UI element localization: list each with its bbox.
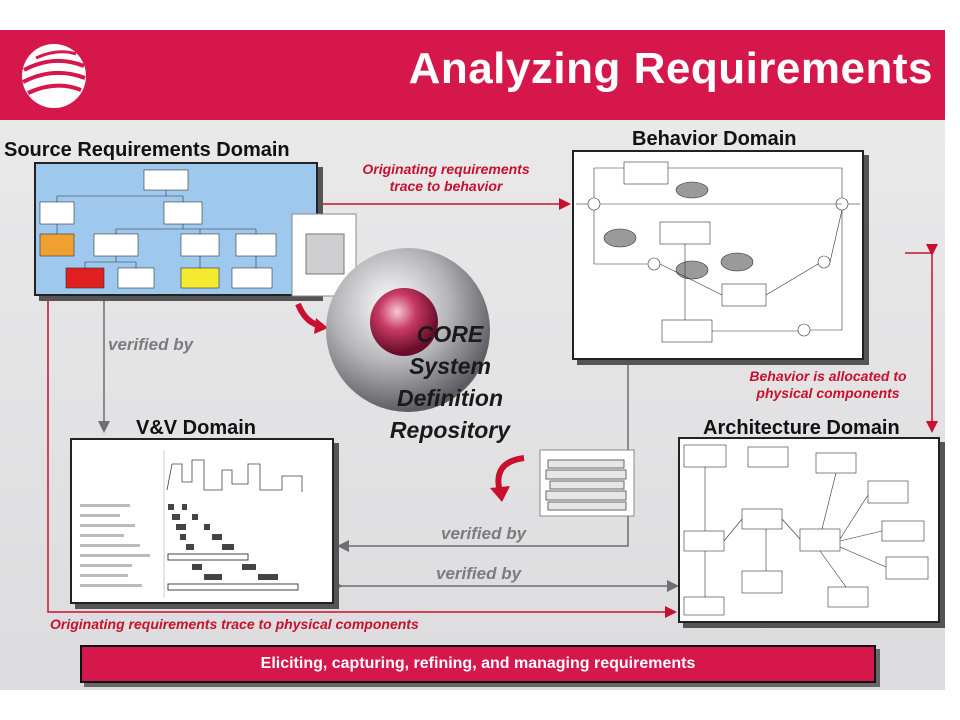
verified-by-bottom: verified by (436, 564, 522, 583)
verified-center-arrow (337, 360, 629, 552)
globe-logo-icon (22, 44, 86, 108)
slide-title: Analyzing Requirements (408, 44, 933, 93)
core-repository-sphere (291, 213, 490, 412)
behavior-domain-label: Behavior Domain (632, 128, 797, 150)
core-line-4: Repository (389, 417, 511, 443)
behavior-domain-panel (572, 150, 864, 360)
trace-behavior-note: Originating requirements trace to behavi… (346, 161, 546, 195)
trace-physical-arrow (42, 287, 677, 618)
bottom-banner: Eliciting, capturing, refining, and mana… (80, 645, 876, 683)
verified-by-center: verified by (441, 524, 527, 543)
trace-behavior-line2: trace to behavior (389, 178, 503, 194)
allocation-line2: physical components (756, 385, 900, 401)
trace-behavior-line1: Originating requirements (362, 161, 530, 177)
core-line-1: CORE (416, 321, 484, 347)
source-requirements-panel (34, 162, 318, 296)
architecture-domain-panel (678, 437, 940, 623)
allocation-line1: Behavior is allocated to (749, 368, 907, 384)
vv-domain-panel (70, 438, 334, 604)
allocation-note: Behavior is allocated to physical compon… (728, 368, 928, 402)
trace-physical-note: Originating requirements trace to physic… (50, 616, 419, 632)
core-repository-label: CORE System Definition Repository (372, 318, 528, 446)
architecture-domain-label: Architecture Domain (703, 417, 900, 439)
vv-domain-label: V&V Domain (136, 417, 257, 439)
source-domain-label: Source Requirements Domain (4, 139, 290, 161)
core-line-3: Definition (396, 385, 504, 411)
title-bar: Analyzing Requirements (0, 30, 945, 120)
books-stack-icon (490, 449, 635, 517)
core-line-2: System (409, 353, 491, 379)
verified-by-left: verified by (108, 335, 194, 354)
